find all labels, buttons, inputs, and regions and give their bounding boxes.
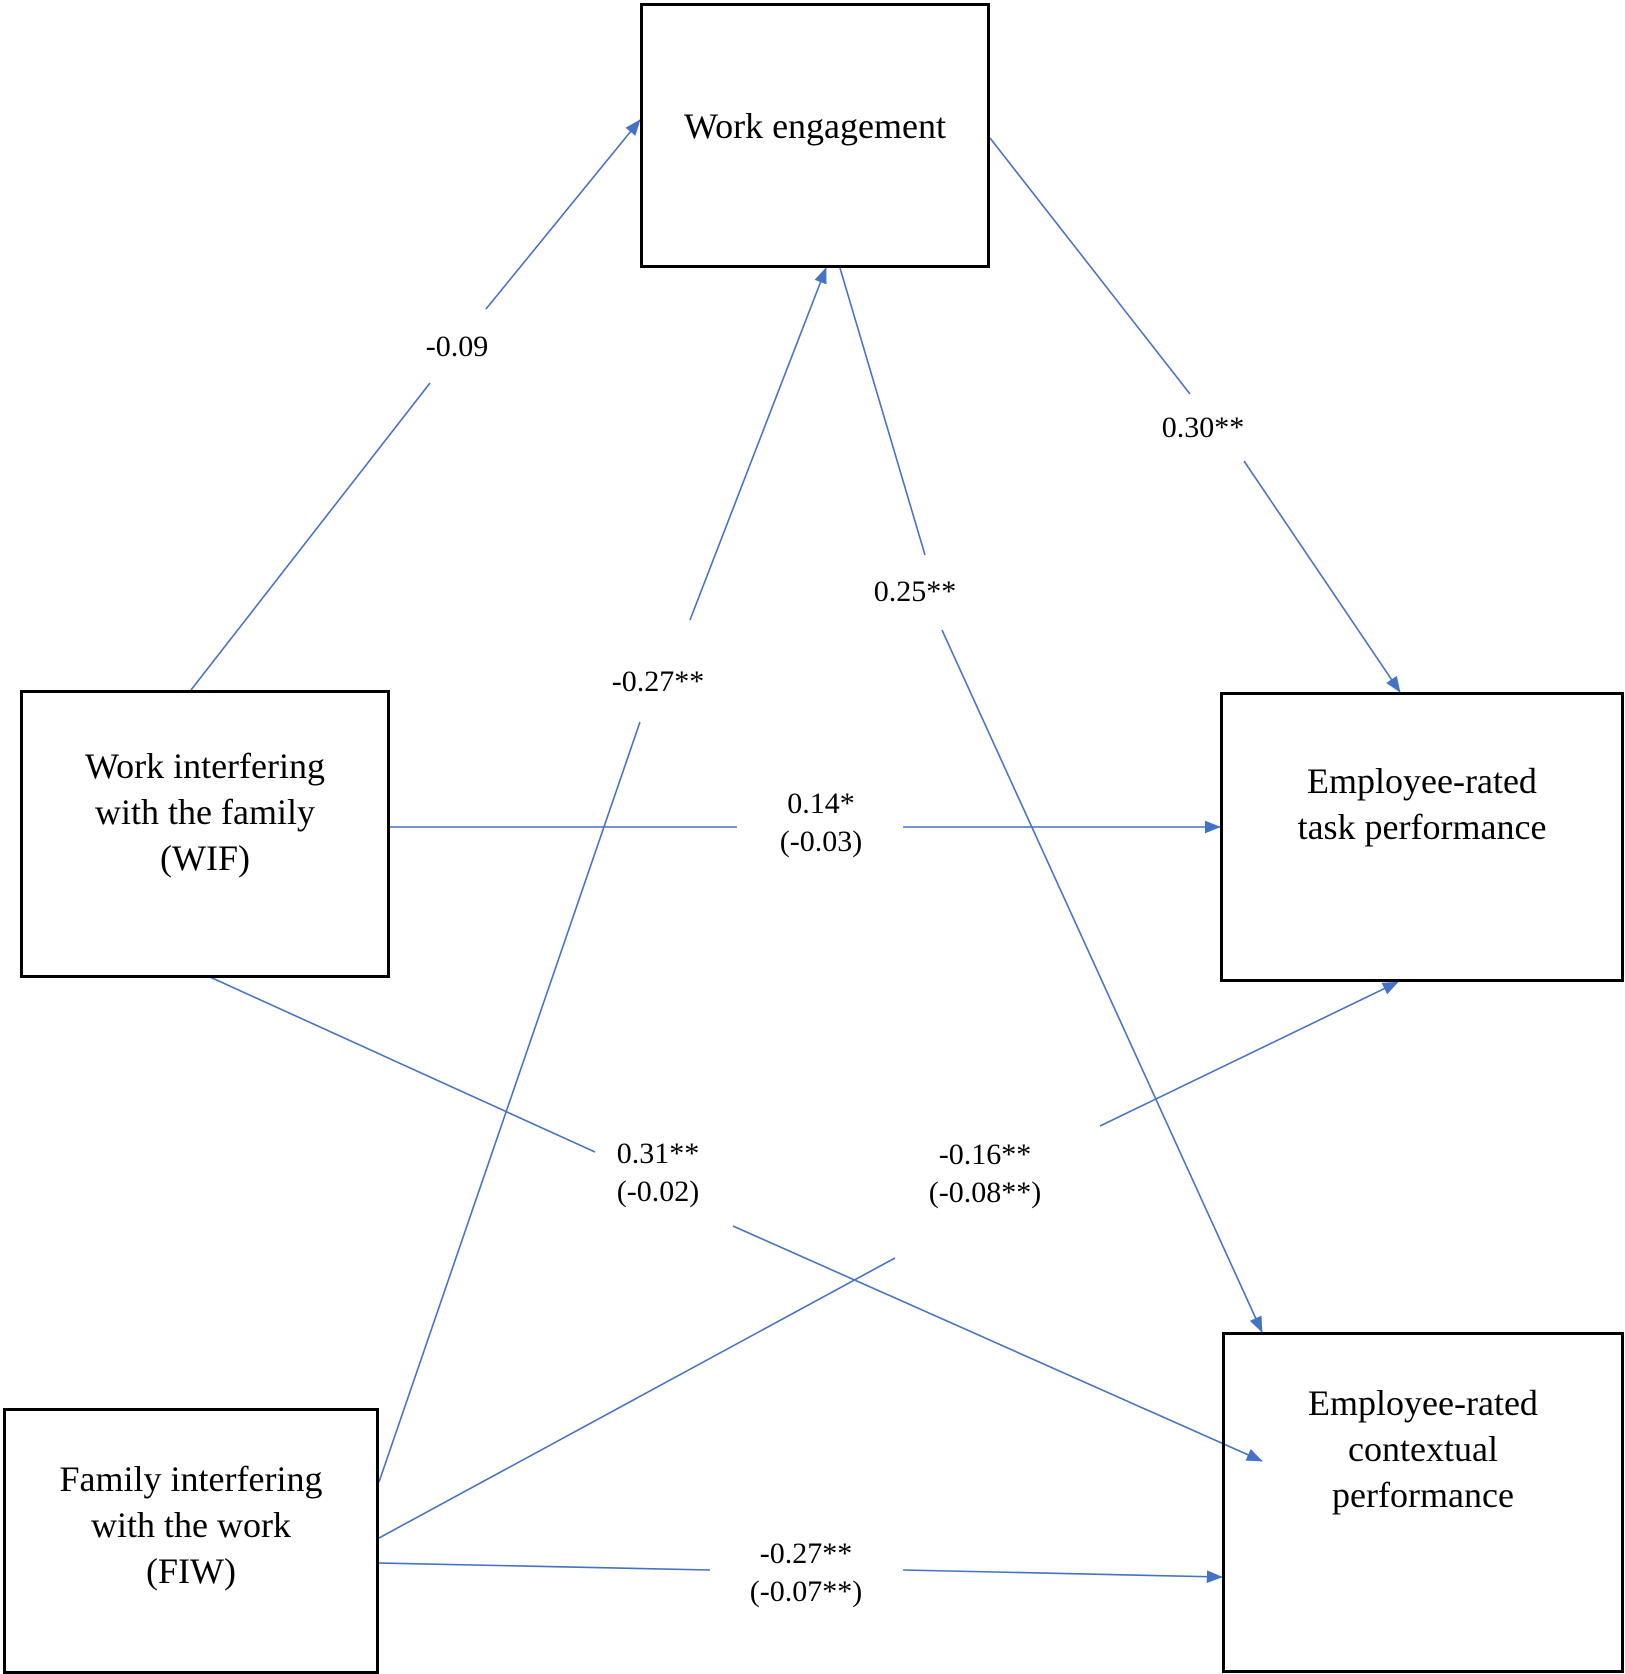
edge-we-cp-head bbox=[941, 629, 1263, 1333]
node-fiw-label: Family interfering with the work (FIW) bbox=[59, 1459, 323, 1591]
edge-label-wif-tp: 0.14* (-0.03) bbox=[779, 787, 863, 858]
edge-label-fiw-tp: -0.16** (-0.08**) bbox=[928, 1138, 1042, 1209]
edge-wif-cp-head bbox=[732, 1225, 1263, 1462]
edge-we-tp-tail bbox=[989, 137, 1191, 395]
edge-label-we-tp: 0.30** bbox=[1161, 411, 1245, 444]
edge-fiw-tp-head bbox=[1099, 981, 1399, 1127]
node-work-engagement-label: Work engagement bbox=[683, 106, 946, 146]
edge-we-tp-head bbox=[1243, 460, 1401, 693]
edge-fiw-cp-tail bbox=[378, 1562, 711, 1571]
edge-label-wif-we: -0.09 bbox=[425, 330, 489, 363]
edge-wif-cp-tail bbox=[209, 976, 596, 1153]
node-wif-label: Work interfering with the family (WIF) bbox=[84, 746, 325, 878]
node-wif: Work interfering with the family (WIF) bbox=[20, 690, 390, 978]
node-contextual-performance: Employee-rated contextual performance bbox=[1222, 1332, 1624, 1673]
edge-we-cp-tail bbox=[839, 267, 926, 556]
edge-label-fiw-we: -0.27** bbox=[611, 665, 705, 698]
node-contextual-performance-label: Employee-rated contextual performance bbox=[1308, 1383, 1538, 1515]
node-work-engagement: Work engagement bbox=[640, 3, 990, 268]
node-task-performance-label: Employee-rated task performance bbox=[1297, 761, 1547, 847]
edge-fiw-cp-head bbox=[902, 1569, 1223, 1584]
edge-label-wif-cp: 0.31** (-0.02) bbox=[616, 1137, 700, 1208]
edge-fiw-tp-tail bbox=[378, 1257, 896, 1539]
edge-label-we-cp: 0.25** bbox=[873, 575, 957, 608]
edge-fiw-we-tail bbox=[378, 721, 641, 1483]
edge-wif-we-tail bbox=[190, 382, 431, 691]
node-task-performance: Employee-rated task performance bbox=[1220, 692, 1624, 982]
edge-wif-we-head bbox=[485, 119, 641, 310]
edge-fiw-we-head bbox=[689, 267, 827, 621]
node-fiw: Family interfering with the work (FIW) bbox=[3, 1408, 379, 1674]
edge-label-fiw-cp: -0.27** (-0.07**) bbox=[749, 1537, 863, 1608]
